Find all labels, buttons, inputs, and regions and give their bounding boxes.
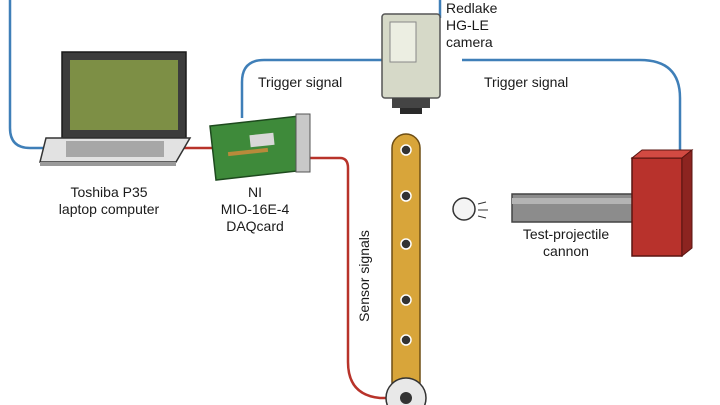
camera-label-line-3: camera (446, 34, 493, 50)
daq-label-line-1: NI (248, 184, 262, 200)
trigger-wire-right (462, 58, 682, 160)
camera-label-line-2: HG-LE (446, 17, 489, 33)
sensor-signals-label: Sensor signals (356, 230, 372, 322)
daq-card-icon (209, 113, 311, 181)
daq-label-line-2: MIO-16E-4 (220, 201, 290, 217)
camera-label-line-1: Redlake (446, 0, 498, 16)
cannon-icon (511, 148, 694, 258)
camera-icon (381, 13, 441, 114)
camera-label: Redlake HG-LE camera (446, 0, 497, 51)
daq-label-line-3: DAQcard (226, 218, 284, 234)
cannon-label: Test-projectile cannon (506, 226, 626, 260)
trigger-signal-label-left: Trigger signal (258, 74, 343, 90)
laptop-icon (39, 51, 192, 166)
projectile-icon (452, 197, 488, 221)
cannon-label-line-1: Test-projectile (522, 226, 610, 242)
sensor-beam-icon (385, 133, 427, 405)
cannon-label-line-2: cannon (543, 243, 589, 259)
trigger-signal-label-right: Trigger signal (484, 74, 569, 90)
laptop-to-camera-wire (8, 0, 60, 150)
laptop-label-line-1: Toshiba P35 (70, 184, 148, 200)
sensor-signal-wire (305, 156, 392, 400)
trigger-wire-left (240, 58, 388, 118)
laptop-label-line-2: laptop computer (58, 201, 160, 217)
daq-label: NI MIO-16E-4 DAQcard (210, 184, 300, 235)
laptop-label: Toshiba P35 laptop computer (44, 184, 174, 218)
